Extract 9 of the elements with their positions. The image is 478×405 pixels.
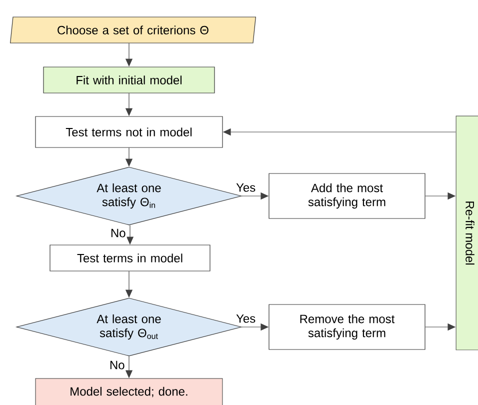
- terminal-box: Model selected; done.: [35, 378, 223, 405]
- process-box: Fit with initial model: [43, 66, 215, 94]
- process-box: Add the most satisfying term: [268, 173, 426, 219]
- edge-label: No: [108, 360, 126, 370]
- process-box: Test terms not in model: [35, 116, 223, 148]
- process-box: Test terms in model: [50, 244, 210, 272]
- edge-label: No: [109, 228, 127, 238]
- process-box: Remove the most satisfying term: [268, 304, 426, 350]
- process-box: Re-fit model: [456, 116, 478, 350]
